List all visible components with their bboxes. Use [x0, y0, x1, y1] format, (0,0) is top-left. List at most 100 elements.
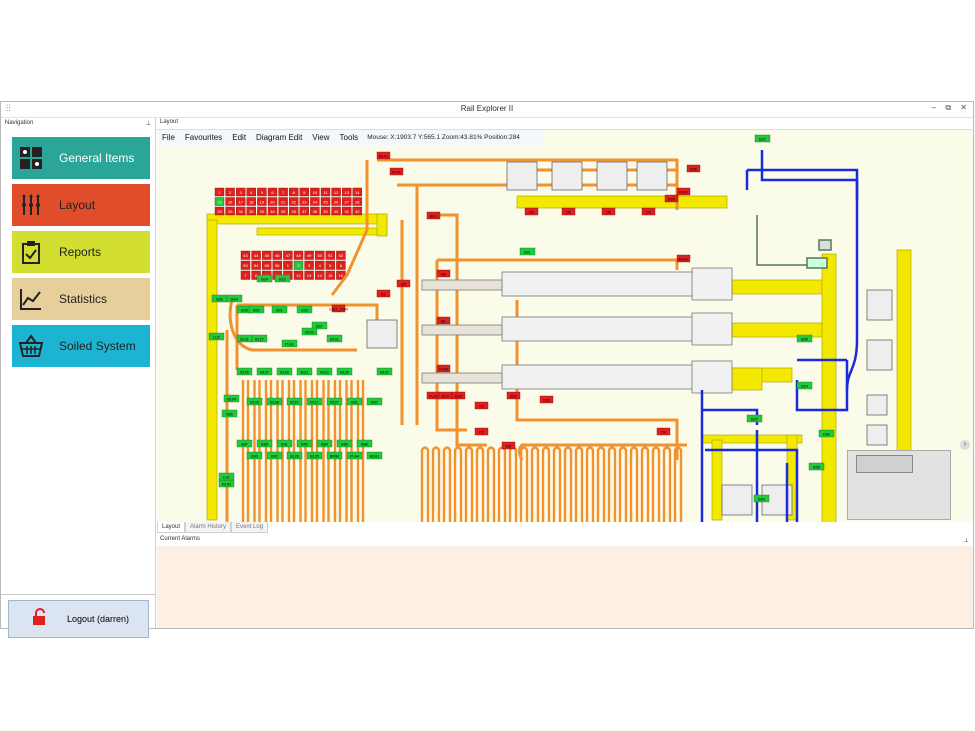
alarm-tag[interactable]: B6	[436, 269, 451, 278]
location-tag[interactable]: B91	[276, 439, 293, 448]
location-tag[interactable]: B112	[306, 397, 323, 406]
minimize-button[interactable]: –	[931, 103, 937, 112]
location-tag[interactable]: B113	[316, 367, 333, 376]
grid-slot[interactable]: 39	[320, 206, 331, 216]
menu-diagram-edit[interactable]: Diagram Edit	[256, 133, 303, 142]
location-tag[interactable]: BRIM	[326, 451, 343, 460]
grid-slot[interactable]: 13	[304, 270, 314, 280]
grid-slot[interactable]: 1	[283, 260, 293, 270]
grid-slot[interactable]: 7	[240, 270, 251, 280]
grid-slot[interactable]: 44	[251, 250, 261, 260]
location-tag[interactable]: B03	[296, 305, 313, 314]
grid-slot[interactable]: 54	[251, 260, 261, 270]
grid-slot[interactable]: 24	[310, 197, 320, 206]
maximize-button[interactable]: ⧉	[945, 103, 952, 112]
grid-slot[interactable]: 32	[246, 206, 257, 216]
pin-icon[interactable]: ⊥	[145, 121, 151, 127]
alarm-tag[interactable]: B30	[451, 391, 466, 400]
location-tag[interactable]: DIM	[818, 429, 835, 438]
alarm-tag[interactable]: D5	[561, 207, 576, 216]
location-tag[interactable]: B04	[226, 294, 243, 303]
minimap[interactable]	[847, 450, 951, 520]
alarm-tag[interactable]: PLA1	[389, 167, 404, 176]
grid-slot[interactable]: 49	[304, 250, 314, 260]
grid-slot[interactable]: 12	[293, 270, 304, 280]
grid-slot[interactable]: 27	[341, 197, 352, 206]
grid-slot[interactable]: 8	[288, 187, 299, 197]
alarm-tag[interactable]: MLA1	[376, 151, 391, 160]
location-tag[interactable]: B92	[266, 451, 283, 460]
location-tag[interactable]: B90	[246, 451, 263, 460]
grid-slot[interactable]: 52	[336, 250, 346, 260]
alarm-tag[interactable]: B03	[506, 391, 521, 400]
location-tag[interactable]: B89	[256, 439, 273, 448]
grid-slot[interactable]: 45	[261, 250, 272, 260]
grid-slot[interactable]: 55	[261, 260, 272, 270]
alarm-tag[interactable]: D6	[474, 401, 489, 410]
location-tag[interactable]: B106	[246, 397, 263, 406]
grid-slot[interactable]: 43	[240, 250, 251, 260]
grid-slot[interactable]: 1	[214, 187, 225, 197]
grid-slot[interactable]: 14	[352, 187, 363, 197]
alarm-tag[interactable]: D9	[656, 427, 671, 436]
nav-general-items[interactable]: General Items	[12, 137, 150, 179]
location-tag[interactable]: B22	[274, 274, 291, 283]
location-tag[interactable]: B104	[223, 394, 240, 403]
grid-slot[interactable]: 4	[314, 260, 325, 270]
grid-slot[interactable]: 2	[293, 260, 304, 270]
grid-slot[interactable]: 13	[341, 187, 352, 197]
grid-slot[interactable]: 15	[214, 197, 225, 206]
location-tag[interactable]: B22	[754, 134, 771, 143]
grid-slot[interactable]: 34	[267, 206, 278, 216]
grid-slot[interactable]: 38	[310, 206, 320, 216]
menu-tools[interactable]: Tools	[339, 133, 359, 142]
menu-edit[interactable]: Edit	[232, 133, 247, 142]
alarm-tag[interactable]: D8	[501, 441, 516, 450]
close-button[interactable]: ✕	[960, 103, 967, 112]
menu-favourites[interactable]: Favourites	[184, 133, 223, 142]
location-tag[interactable]: B06	[211, 294, 228, 303]
minimap-viewport[interactable]	[856, 455, 913, 473]
location-tag[interactable]: PLA4	[346, 451, 363, 460]
grid-slot[interactable]: 6	[267, 187, 278, 197]
location-tag[interactable]: B111	[296, 367, 313, 376]
alarm-tag[interactable]: PLA1	[676, 187, 691, 196]
grid-slot[interactable]: 29	[214, 206, 225, 216]
tab-alarm-history[interactable]: Alarm History	[185, 522, 232, 533]
location-tag[interactable]: B127	[326, 397, 343, 406]
location-tag[interactable]: B22	[746, 414, 763, 423]
location-tag[interactable]: B82	[296, 439, 313, 448]
grid-slot[interactable]: 41	[341, 206, 352, 216]
grid-slot[interactable]: 22	[288, 197, 299, 206]
location-tag[interactable]: B83	[366, 397, 383, 406]
tab-event-log[interactable]: Event Log	[231, 522, 269, 533]
alarm-tag[interactable]: D9	[641, 207, 656, 216]
location-tag[interactable]: B127	[251, 334, 268, 343]
nav-layout[interactable]: Layout	[12, 184, 150, 226]
tab-layout[interactable]: Layout	[157, 522, 186, 533]
menu-file[interactable]: File	[162, 133, 175, 142]
location-tag[interactable]: B85	[221, 409, 238, 418]
grid-slot[interactable]: 25	[320, 197, 331, 206]
pin-icon[interactable]: ⊥	[963, 538, 969, 544]
location-tag[interactable]: B131	[236, 334, 253, 343]
location-tag[interactable]: B110	[286, 397, 303, 406]
alarm-tag[interactable]: D5	[474, 427, 489, 436]
location-tag[interactable]: B21	[519, 247, 536, 256]
alarm-tag[interactable]: B5	[396, 279, 411, 288]
grid-slot[interactable]: 17	[235, 197, 246, 206]
alarm-tag[interactable]: CALL_GHR	[329, 304, 348, 313]
grid-slot[interactable]: 56	[272, 260, 283, 270]
grid-slot[interactable]: 9	[299, 187, 310, 197]
location-tag[interactable]: B06	[808, 462, 825, 471]
grid-slot[interactable]: 46	[272, 250, 283, 260]
location-tag[interactable]: LU1	[218, 472, 235, 481]
nav-statistics[interactable]: Statistics	[12, 278, 150, 320]
menu-view[interactable]: View	[312, 133, 330, 142]
grid-slot[interactable]: 6	[336, 260, 346, 270]
grid-slot[interactable]: 42	[352, 206, 363, 216]
location-tag[interactable]: B07	[311, 321, 328, 330]
alarm-tag[interactable]: B06	[686, 164, 701, 173]
grid-slot[interactable]: 14	[314, 270, 325, 280]
location-tag[interactable]: B06	[796, 334, 813, 343]
